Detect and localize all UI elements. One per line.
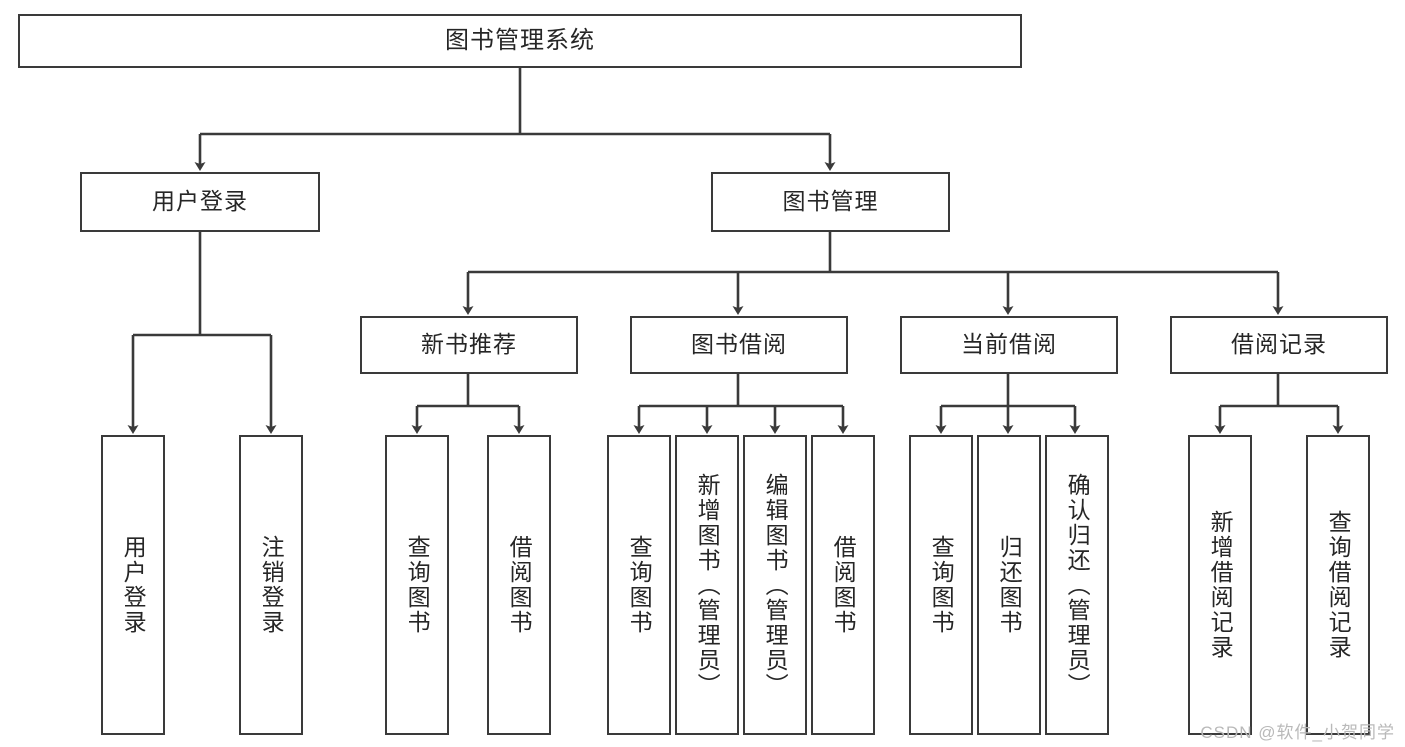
node-leaf-confirm-return-admin[interactable]: 确认归还（管理员） — [1045, 435, 1109, 735]
node-label: 查询图书 — [404, 535, 431, 635]
node-label: 用户登录 — [152, 188, 248, 215]
node-leaf-borrow-book-newbook[interactable]: 借阅图书 — [487, 435, 551, 735]
node-leaf-add-book-admin[interactable]: 新增图书（管理员） — [675, 435, 739, 735]
node-label: 用户登录 — [120, 535, 147, 635]
node-book-management[interactable]: 图书管理 — [711, 172, 950, 232]
node-leaf-borrow-book-borrow[interactable]: 借阅图书 — [811, 435, 875, 735]
watermark-text: CSDN @软件_小贺同学 — [1200, 723, 1395, 742]
node-book-borrowing[interactable]: 图书借阅 — [630, 316, 848, 374]
node-label: 新增借阅记录 — [1207, 510, 1234, 660]
node-label: 图书借阅 — [691, 331, 787, 358]
node-book-management-system[interactable]: 图书管理系统 — [18, 14, 1022, 68]
node-leaf-query-borrow-record[interactable]: 查询借阅记录 — [1306, 435, 1370, 735]
node-label: 借阅图书 — [830, 535, 857, 635]
node-label: 新书推荐 — [421, 331, 517, 358]
node-leaf-query-book-borrow[interactable]: 查询图书 — [607, 435, 671, 735]
node-leaf-user-login[interactable]: 用户登录 — [101, 435, 165, 735]
node-label: 新增图书（管理员） — [694, 472, 721, 698]
node-label: 借阅图书 — [506, 535, 533, 635]
node-leaf-query-book-current[interactable]: 查询图书 — [909, 435, 973, 735]
node-leaf-query-book-newbook[interactable]: 查询图书 — [385, 435, 449, 735]
node-label: 查询借阅记录 — [1325, 510, 1352, 660]
node-label: 查询图书 — [626, 535, 653, 635]
node-new-book-recommendation[interactable]: 新书推荐 — [360, 316, 578, 374]
node-leaf-add-borrow-record[interactable]: 新增借阅记录 — [1188, 435, 1252, 735]
node-label: 归还图书 — [996, 535, 1023, 635]
node-label: 图书管理 — [782, 188, 879, 215]
node-current-borrowing[interactable]: 当前借阅 — [900, 316, 1118, 374]
node-label: 查询图书 — [928, 535, 955, 635]
node-label: 当前借阅 — [961, 331, 1057, 358]
node-label: 注销登录 — [258, 535, 285, 635]
node-label: 图书管理系统 — [445, 26, 595, 54]
node-borrow-records[interactable]: 借阅记录 — [1170, 316, 1388, 374]
node-label: 编辑图书（管理员） — [762, 472, 789, 698]
node-leaf-logout[interactable]: 注销登录 — [239, 435, 303, 735]
node-label: 确认归还（管理员） — [1064, 472, 1091, 698]
node-user-login[interactable]: 用户登录 — [80, 172, 320, 232]
node-label: 借阅记录 — [1231, 331, 1327, 358]
node-leaf-return-book[interactable]: 归还图书 — [977, 435, 1041, 735]
node-leaf-edit-book-admin[interactable]: 编辑图书（管理员） — [743, 435, 807, 735]
